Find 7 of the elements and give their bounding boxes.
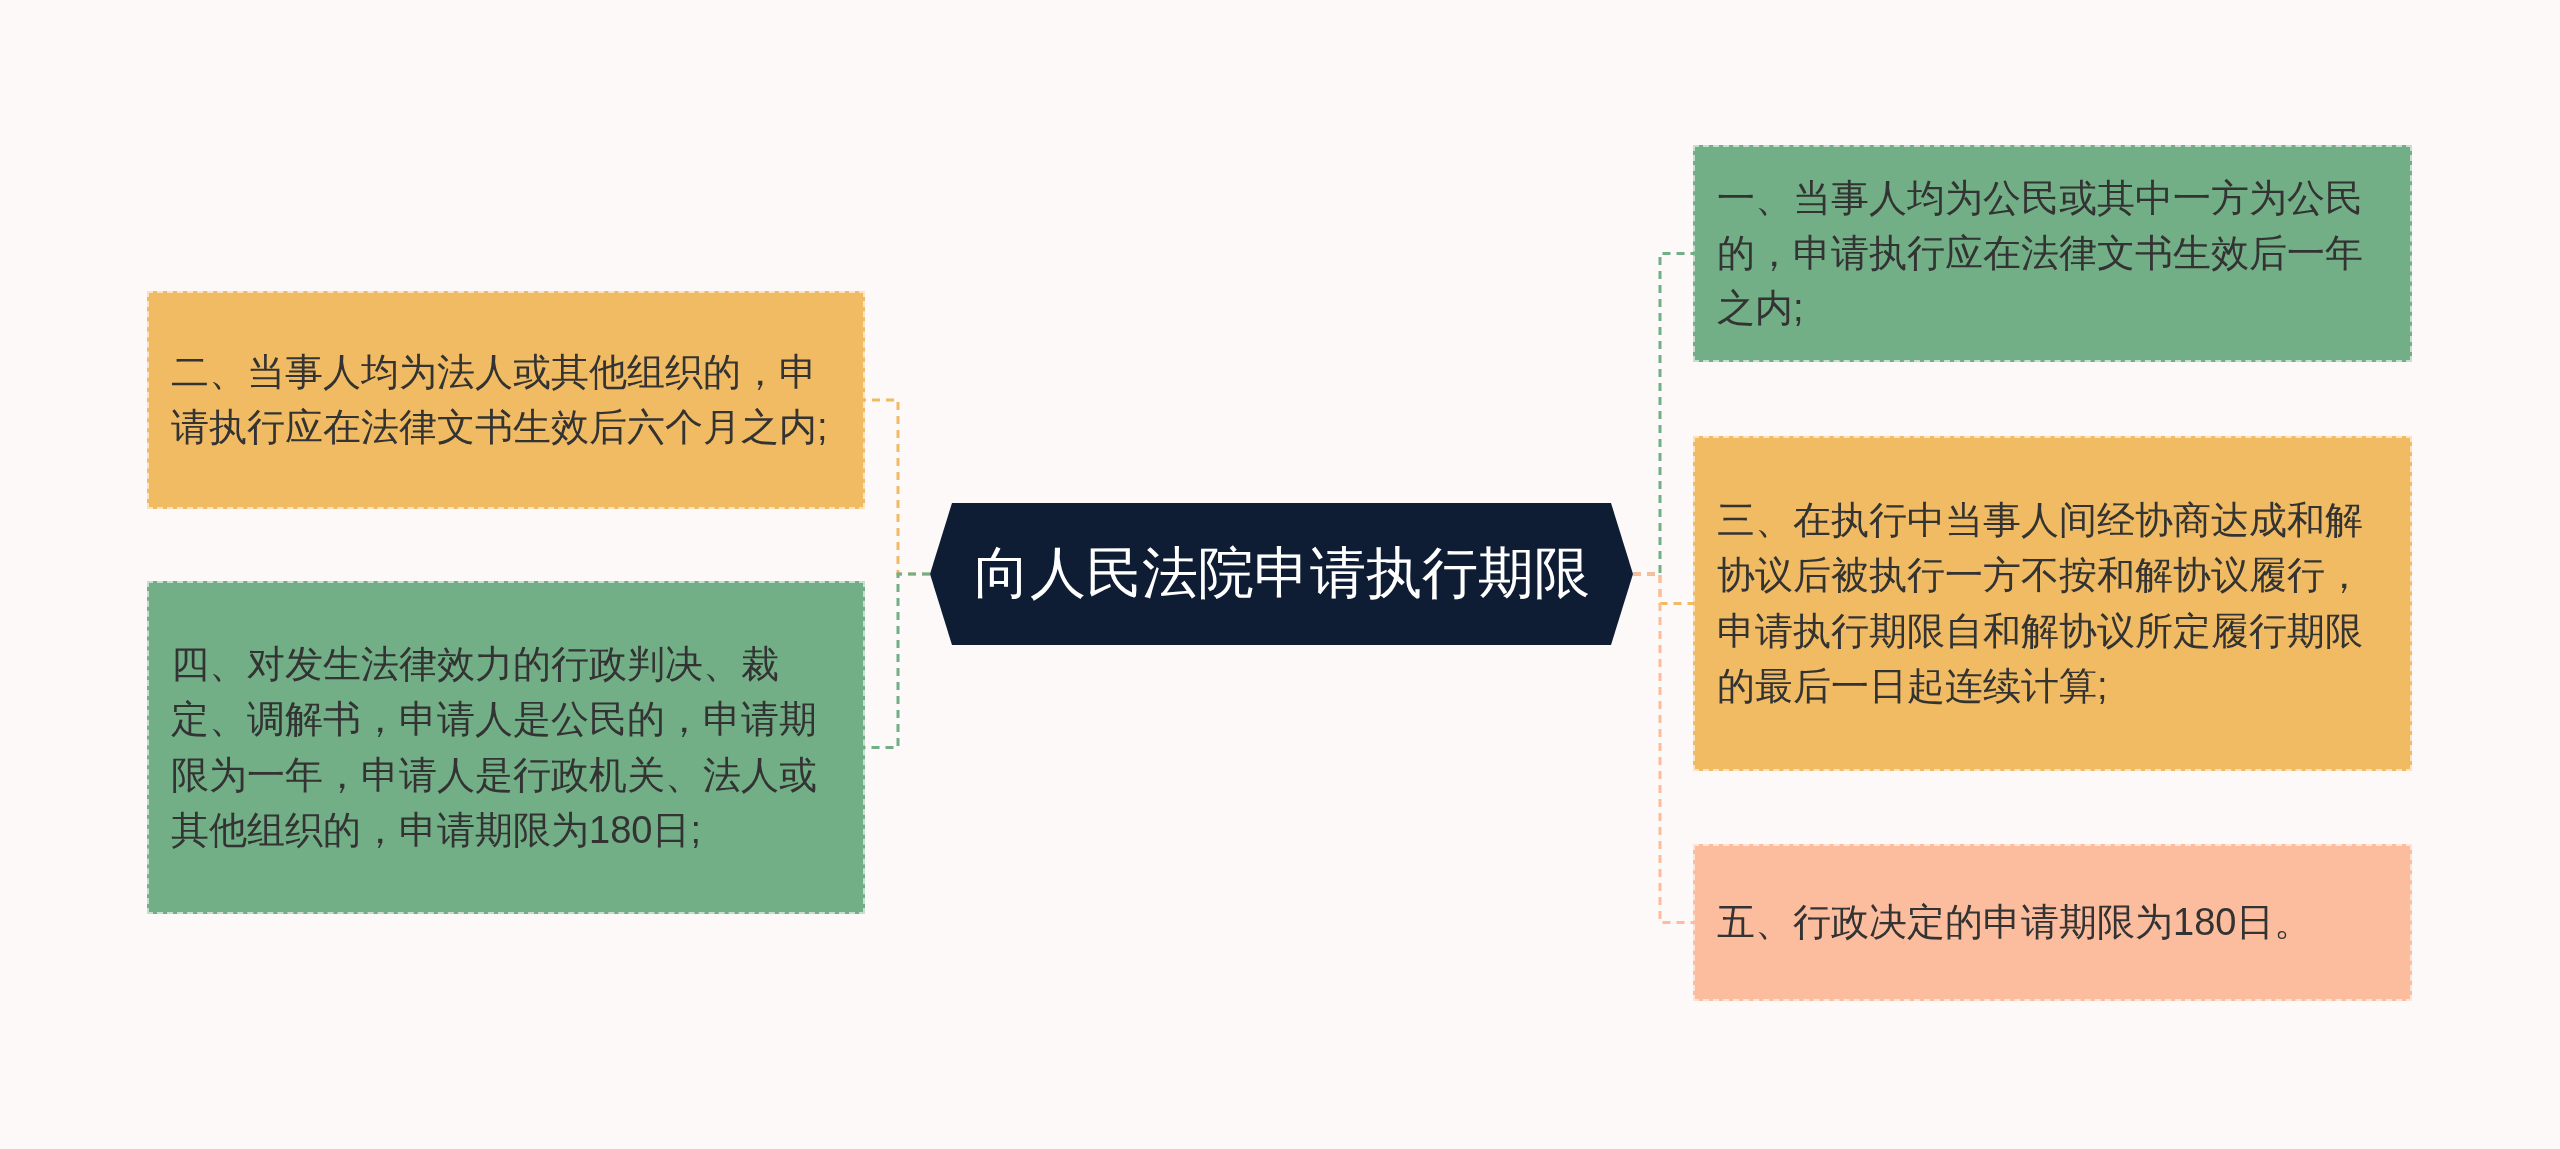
text-box: 四、对发生法律效力的行政判决、裁定、调解书，申请人是公民的，申请期限为一年，申请人是行政机关、法人或其他组织的，申请期限为180日; xyxy=(147,581,865,914)
text-box: 五、行政决定的申请期限为180日。 xyxy=(1693,844,2412,1001)
connector-line xyxy=(1633,572,1693,924)
text-box: 二、当事人均为法人或其他组织的，申请执行应在法律文书生效后六个月之内; xyxy=(147,291,865,509)
text-box: 一、当事人均为公民或其中一方为公民的，申请执行应在法律文书生效后一年之内; xyxy=(1693,145,2412,362)
text-box: 三、在执行中当事人间经协商达成和解协议后被执行一方不按和解协议履行，申请执行期限自和解协议所定履行期限的最后一日起连续计算; xyxy=(1693,436,2412,771)
title-text: 向人民法院申请执行期限 xyxy=(973,540,1590,606)
